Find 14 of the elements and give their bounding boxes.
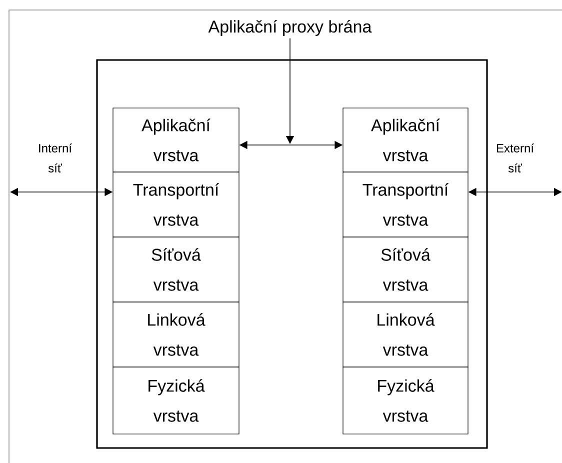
layer-box: Linková vrstva: [112, 302, 240, 368]
layer-box: Fyzická vrstva: [342, 366, 468, 434]
layer-box: Fyzická vrstva: [112, 366, 240, 434]
layer-box: Linková vrstva: [342, 302, 468, 368]
edge-label: Interní síť: [39, 144, 72, 172]
layer-box: Transportní vrstva: [342, 172, 468, 238]
layer-box: Síťová vrstva: [342, 236, 468, 302]
edge-label: Externí síť: [496, 144, 534, 172]
gateway-box: [96, 59, 488, 449]
layer-box: Aplikační vrstva: [112, 108, 240, 172]
layer-box: Aplikační vrstva: [342, 108, 468, 172]
gateway-label: Aplikační proxy brána: [208, 20, 372, 36]
layer-box: Síťová vrstva: [112, 236, 240, 302]
layer-box: Transportní vrstva: [112, 172, 240, 238]
